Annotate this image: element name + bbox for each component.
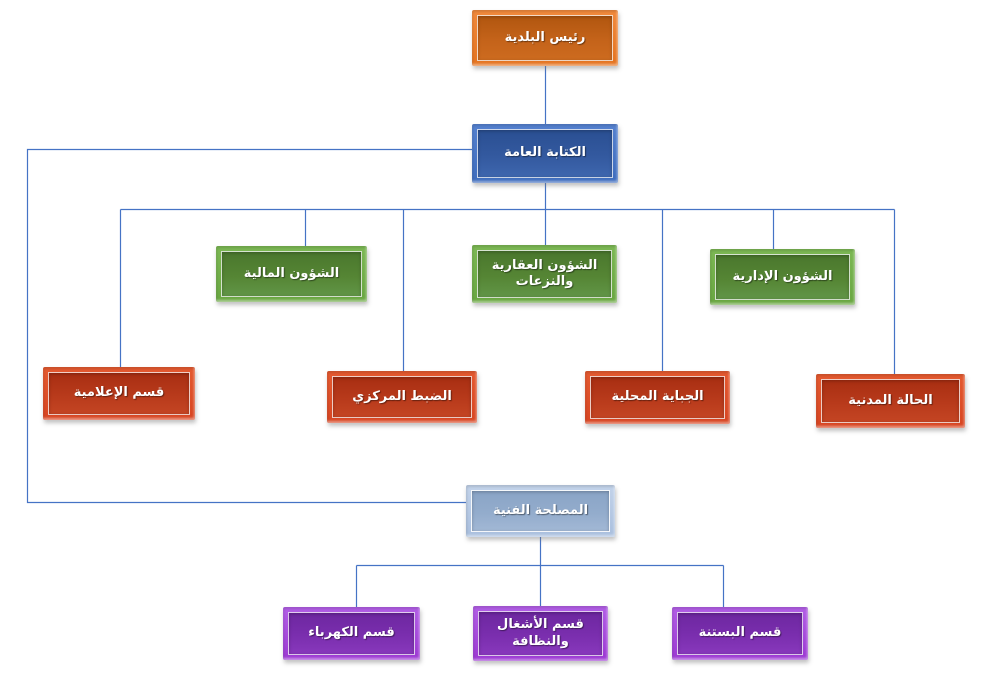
org-node-general-secretariat-label: الكتابة العامة — [477, 129, 613, 178]
org-node-civil-status: الحالة المدنية — [816, 374, 965, 428]
org-node-administrative-affairs: الشؤون الإدارية — [710, 249, 855, 305]
org-node-local-taxes-label: الجباية المحلية — [590, 376, 725, 419]
org-node-general-secretariat: الكتابة العامة — [472, 124, 618, 183]
org-node-it-department-label: قسم الإعلامية — [48, 372, 190, 415]
org-node-gardening-department-label: قسم البستنة — [677, 612, 803, 655]
org-node-gardening-department: قسم البستنة — [672, 607, 808, 660]
org-node-financial-affairs-label: الشؤون المالية — [221, 251, 362, 297]
org-node-electricity-department: قسم الكهرباء — [283, 607, 420, 660]
org-node-civil-status-label: الحالة المدنية — [821, 379, 960, 423]
org-node-technical-service: المصلحة الفنية — [466, 485, 615, 537]
org-node-works-cleaning-department-label: قسم الأشغال والنظافة — [478, 611, 603, 656]
org-node-administrative-affairs-label: الشؤون الإدارية — [715, 254, 850, 300]
org-node-central-control: الضبط المركزي — [327, 371, 477, 423]
org-node-real-estate-affairs-label: الشؤون العقارية والنزعات — [477, 250, 612, 298]
org-node-mayor: رئيس البلدية — [472, 10, 618, 66]
org-node-electricity-department-label: قسم الكهرباء — [288, 612, 415, 655]
org-node-it-department: قسم الإعلامية — [43, 367, 195, 420]
org-node-technical-service-label: المصلحة الفنية — [471, 490, 610, 532]
org-node-financial-affairs: الشؤون المالية — [216, 246, 367, 302]
org-node-mayor-label: رئيس البلدية — [477, 15, 613, 61]
org-node-works-cleaning-department: قسم الأشغال والنظافة — [473, 606, 608, 661]
connector-secretariat-technical — [26, 148, 472, 504]
org-node-real-estate-affairs: الشؤون العقارية والنزعات — [472, 245, 617, 303]
org-node-central-control-label: الضبط المركزي — [332, 376, 472, 418]
org-node-local-taxes: الجباية المحلية — [585, 371, 730, 424]
